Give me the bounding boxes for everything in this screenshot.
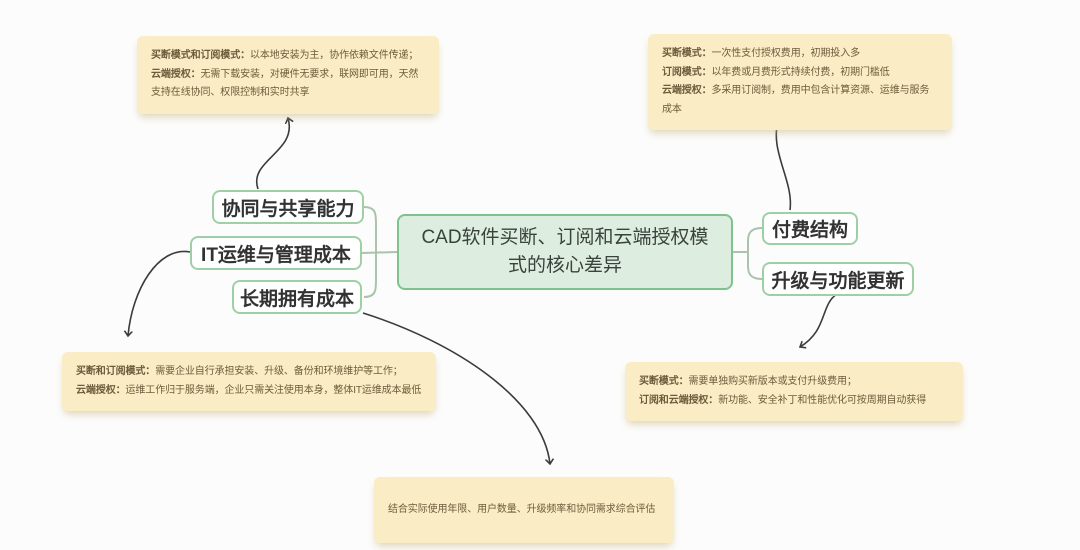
note-line: 结合实际使用年限、用户数量、升级频率和协同需求综合评估 bbox=[388, 503, 656, 515]
connector-right-rail bbox=[747, 227, 763, 280]
note-card-evaluation[interactable]: 结合实际使用年限、用户数量、升级频率和协同需求综合评估 bbox=[374, 477, 674, 543]
note-card-it-ops-cost[interactable]: 买断和订阅模式：需要企业自行承担安装、升级、备份和环境维护等工作； 云端授权：运… bbox=[62, 352, 436, 411]
center-topic-node[interactable]: CAD软件买断、订阅和云端授权模式的核心差异 bbox=[397, 214, 733, 290]
note-card-collaboration[interactable]: 买断模式和订阅模式：以本地安装为主，协作依赖文件传递； 云端授权：无需下载安装，… bbox=[137, 36, 439, 114]
branch-node-it-ops-cost[interactable]: IT运维与管理成本 bbox=[190, 236, 362, 270]
note-line: 云端授权：多采用订阅制，费用中包含计算资源、运维与服务成本 bbox=[662, 85, 930, 115]
note-line: 订阅模式：以年费或月费形式持续付费，初期门槛低 bbox=[662, 66, 890, 78]
arrow-itops-to-note bbox=[128, 250, 191, 336]
note-line: 买断模式和订阅模式：以本地安装为主，协作依赖文件传递； bbox=[151, 50, 419, 61]
note-line: 买断模式：需要单独购买新版本或支付升级费用； bbox=[639, 376, 857, 387]
branch-node-payment-structure[interactable]: 付费结构 bbox=[762, 212, 858, 245]
branch-label: 协同与共享能力 bbox=[221, 198, 355, 220]
note-line: 买断和订阅模式：需要企业自行承担安装、升级、备份和环境维护等工作； bbox=[76, 366, 403, 377]
branch-label: IT运维与管理成本 bbox=[201, 244, 351, 266]
arrow-upgrade-to-note bbox=[800, 293, 838, 347]
note-line: 买断模式：一次性支付授权费用，初期投入多 bbox=[662, 48, 860, 59]
branch-label: 长期拥有成本 bbox=[239, 288, 354, 310]
note-card-upgrade-updates[interactable]: 买断模式：需要单独购买新版本或支付升级费用； 订阅和云端授权：新功能、安全补丁和… bbox=[625, 362, 963, 421]
center-topic-label: CAD软件买断、订阅和云端授权模式的核心差异 bbox=[421, 226, 709, 277]
branch-node-upgrade-updates[interactable]: 升级与功能更新 bbox=[762, 262, 914, 296]
connector-left-rail bbox=[363, 206, 377, 298]
branch-label: 付费结构 bbox=[771, 220, 848, 241]
connector-left-mid bbox=[361, 251, 398, 254]
arrow-payment-to-note bbox=[776, 118, 792, 211]
note-card-payment-structure[interactable]: 买断模式：一次性支付授权费用，初期投入多 订阅模式：以年费或月费形式持续付费，初… bbox=[648, 34, 952, 130]
note-line: 订阅和云端授权：新功能、安全补丁和性能优化可按周期自动获得 bbox=[639, 394, 927, 406]
branch-node-collaboration[interactable]: 协同与共享能力 bbox=[212, 190, 364, 224]
branch-node-ownership-cost[interactable]: 长期拥有成本 bbox=[232, 280, 362, 314]
note-line: 云端授权：无需下载安装，对硬件无要求，联网即可用，天然支持在线协同、权限控制和实… bbox=[151, 68, 419, 99]
branch-label: 升级与功能更新 bbox=[771, 270, 905, 292]
note-line: 云端授权：运维工作归于服务端，企业只需关注使用本身，整体IT运维成本最低 bbox=[76, 384, 422, 396]
arrow-collaboration-to-note bbox=[255, 118, 290, 190]
